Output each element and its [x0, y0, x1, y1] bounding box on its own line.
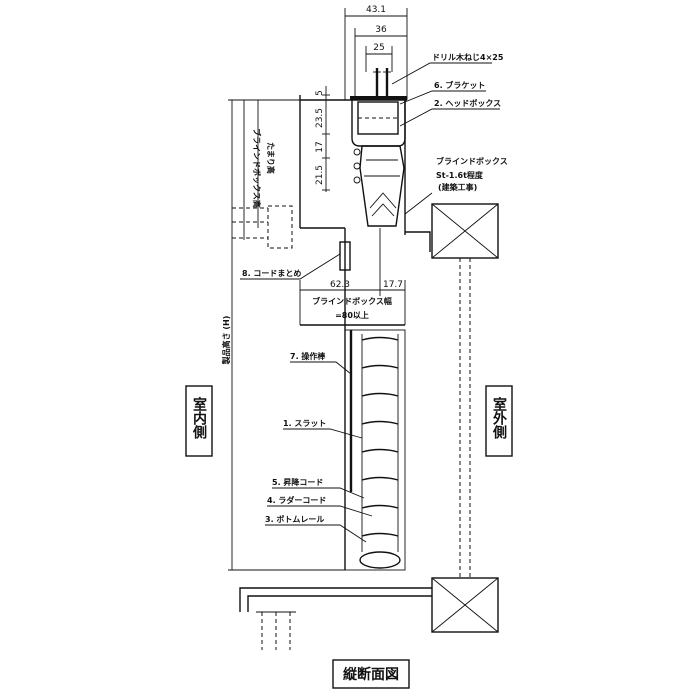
box-width-min: =80以上	[335, 310, 369, 320]
dim-tilt-height: 17	[315, 141, 325, 152]
slat	[361, 532, 399, 537]
screws	[373, 68, 391, 98]
dim-stack-label: たまり高	[266, 142, 276, 174]
top-dimensions: 43.1 36 25	[344, 5, 408, 100]
label-headbox: 2. ヘッドボックス	[434, 98, 501, 108]
title-box: 縦断面図	[332, 659, 410, 689]
slat	[361, 504, 399, 509]
dim-overall-width: 43.1	[366, 5, 386, 15]
slat	[361, 448, 399, 453]
dim-screw-spacing: 25	[373, 43, 384, 53]
sill	[239, 587, 432, 650]
bottom-rail	[359, 551, 401, 569]
dim-box-inner-left: 62.3	[330, 280, 350, 290]
label-screw: ドリル木ねじ4×25	[432, 52, 504, 62]
label-slat: 1. スラット	[283, 419, 326, 428]
outdoor-side-label: 室外側	[491, 396, 508, 440]
slat	[361, 420, 399, 425]
diagram-title: 縦断面図	[343, 666, 399, 683]
label-wand: 7. 操作棒	[290, 351, 326, 361]
label-ladder-cord: 4. ラダーコード	[267, 495, 326, 505]
label-blind-box-spec: St-1.6t程度	[436, 170, 484, 180]
dim-top-gap: 5	[315, 90, 325, 96]
leader-lines	[240, 62, 500, 543]
indoor-side-label: 室内側	[191, 396, 208, 440]
dim-headbox-height: 23.5	[315, 108, 325, 128]
label-lift-cord: 5. 昇降コード	[272, 477, 323, 487]
slat	[361, 336, 399, 341]
hanging-blind	[344, 228, 406, 571]
dim-box-inner-right: 17.7	[383, 280, 403, 290]
slat	[361, 364, 399, 369]
slat	[361, 476, 399, 481]
indoor-side-box: 室内側	[185, 385, 213, 457]
left-dimensions: 製品高さ (H) ブラインドボックス高 たまり高	[221, 99, 345, 571]
outdoor-side-box: 室外側	[485, 385, 513, 457]
label-bracket: 6. ブラケット	[434, 80, 485, 90]
slat-group	[361, 336, 399, 537]
dim-stack-height: 21.5	[315, 165, 325, 185]
label-cord-bundle: 8. コードまとめ	[242, 269, 301, 278]
box-width-dims: 62.3 17.7 ブラインドボックス幅 =80以上	[299, 228, 406, 326]
label-blind-box-note: (建築工事)	[438, 182, 477, 192]
dim-product-height: 製品高さ (H)	[221, 316, 231, 366]
slat	[361, 392, 399, 397]
dim-bracket-width: 36	[375, 25, 387, 35]
head-vertical-dims: 5 23.5 17 21.5	[315, 86, 330, 192]
window-frames	[431, 203, 499, 633]
part-labels: ドリル木ねじ4×25 6. ブラケット 2. ヘッドボックス ブラインドボックス…	[242, 52, 508, 524]
slat-stack-top	[353, 145, 405, 227]
dim-box-height: ブラインドボックス高	[252, 128, 262, 208]
label-bottom-rail: 3. ボトムレール	[265, 514, 324, 524]
label-blind-box: ブラインドボックス	[436, 156, 508, 166]
box-width-label: ブラインドボックス幅	[312, 296, 392, 306]
